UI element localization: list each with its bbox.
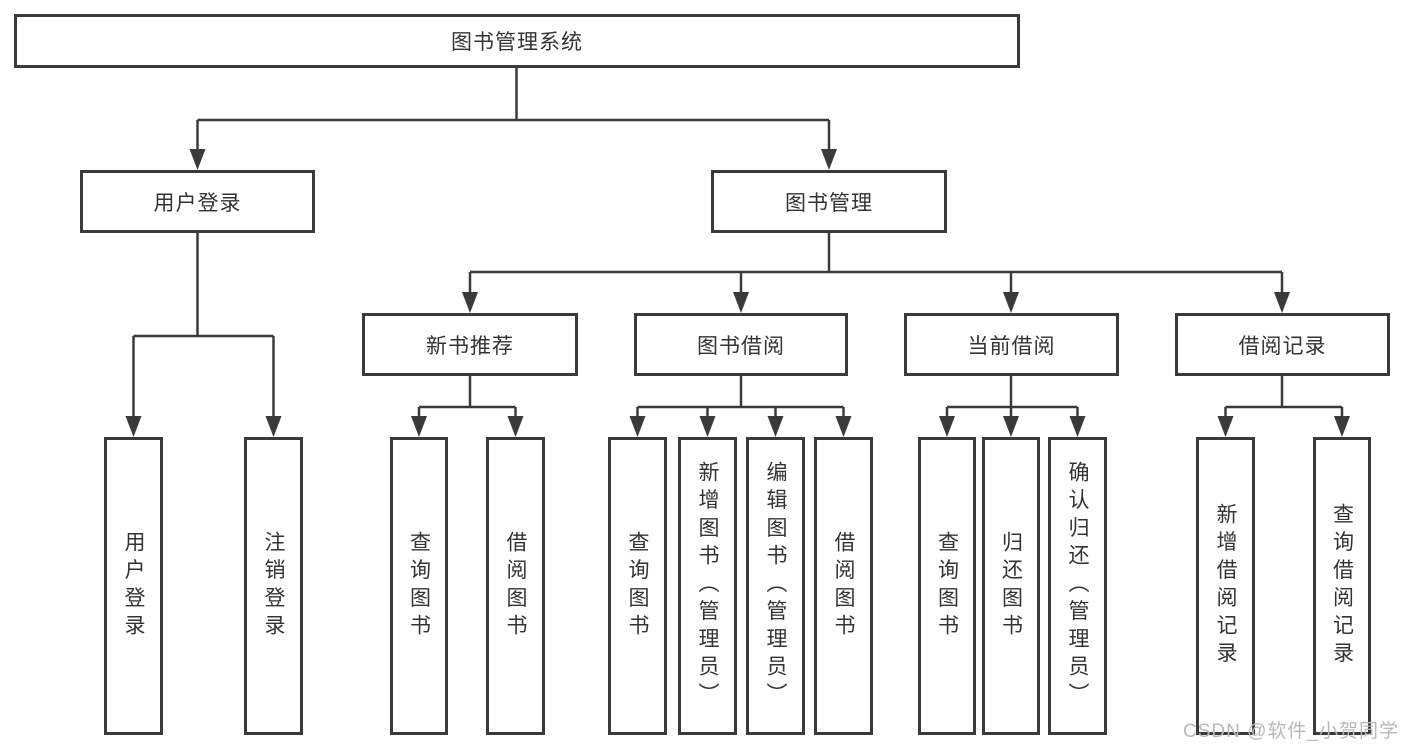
node-book-management: 图书管理 (711, 170, 947, 233)
node-label: 图书管理系统 (451, 31, 583, 54)
node-label: 图书借阅 (697, 334, 785, 358)
node-label: 新书推荐 (426, 334, 514, 358)
node-label: 查询图书 (935, 530, 959, 642)
node-library-management-system: 图书管理系统 (14, 14, 1020, 68)
node-book-borrow: 图书借阅 (634, 313, 848, 376)
node-label: 用户登录 (122, 530, 146, 642)
node-current-borrow: 当前借阅 (904, 313, 1119, 376)
node-label: 当前借阅 (967, 334, 1056, 358)
node-label: 借阅记录 (1238, 334, 1327, 358)
leaf-borrow-add-books-admin: 新增图书（管理员） (678, 437, 737, 735)
leaf-current-confirm-return-admin: 确认归还（管理员） (1048, 437, 1107, 735)
leaf-records-query-borrow-record: 查询借阅记录 (1313, 437, 1371, 735)
node-new-book-recommend: 新书推荐 (362, 313, 578, 376)
arrowheads (125, 149, 1350, 437)
node-label: 新增借阅记录 (1214, 502, 1238, 670)
node-label: 编辑图书（管理员） (764, 461, 788, 711)
node-borrow-records: 借阅记录 (1175, 313, 1390, 376)
leaf-logout: 注销登录 (244, 437, 303, 735)
leaf-records-add-borrow-record: 新增借阅记录 (1196, 437, 1255, 735)
leaf-recommend-query-books: 查询图书 (390, 437, 448, 735)
node-label: 借阅图书 (832, 530, 856, 642)
node-label: 借阅图书 (504, 530, 528, 642)
leaf-current-return-books: 归还图书 (982, 437, 1040, 735)
leaf-recommend-borrow-books: 借阅图书 (486, 437, 545, 735)
leaf-user-login: 用户登录 (104, 437, 163, 735)
leaf-borrow-borrow-books: 借阅图书 (814, 437, 873, 735)
leaf-current-query-books: 查询图书 (918, 437, 976, 735)
leaf-borrow-query-books: 查询图书 (608, 437, 667, 735)
node-label: 确认归还（管理员） (1066, 461, 1090, 711)
node-label: 查询图书 (407, 530, 431, 642)
node-label: 归还图书 (999, 530, 1023, 642)
node-label: 查询图书 (626, 530, 650, 642)
node-label: 查询借阅记录 (1330, 502, 1354, 670)
csdn-watermark: CSDN @软件_小贺同学 (1183, 721, 1399, 742)
node-label: 图书管理 (785, 191, 873, 215)
node-label: 新增图书（管理员） (696, 461, 720, 711)
leaf-borrow-edit-books-admin: 编辑图书（管理员） (746, 437, 805, 735)
node-user-login: 用户登录 (80, 170, 315, 233)
node-label: 用户登录 (153, 191, 242, 215)
node-label: 注销登录 (262, 530, 286, 642)
